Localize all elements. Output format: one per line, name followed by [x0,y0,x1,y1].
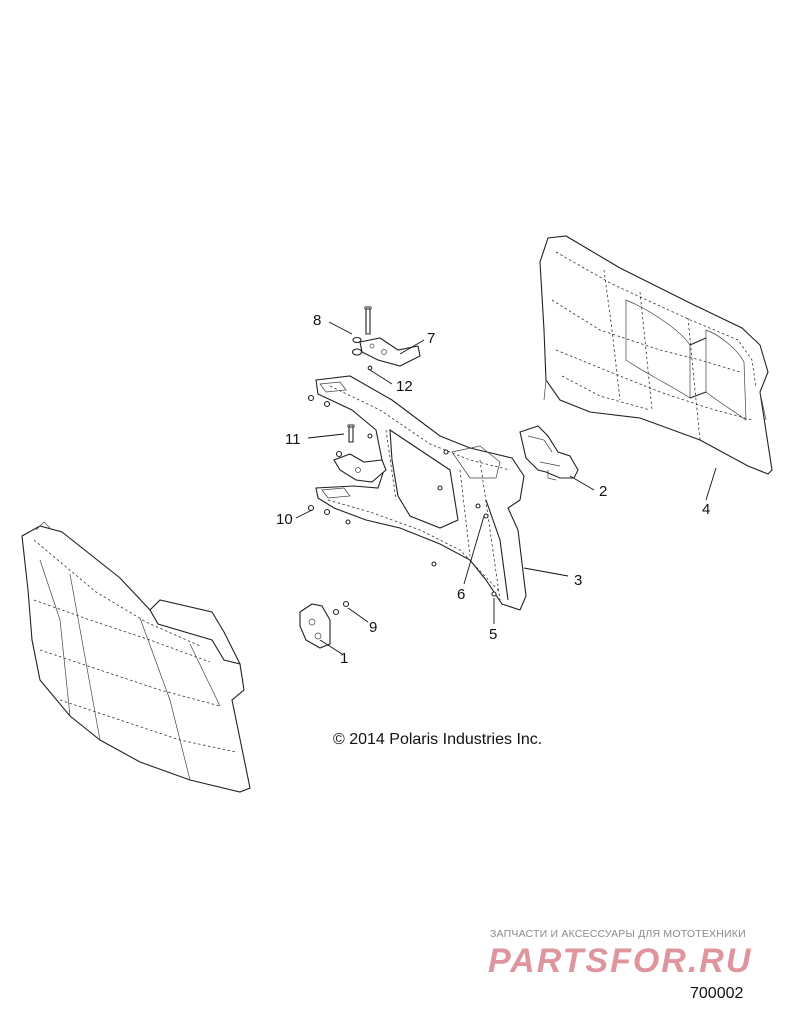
frame-part-3 [315,375,527,611]
watermark-tagline: ЗАПЧАСТИ И АКСЕССУАРЫ ДЛЯ МОТОТЕХНИКИ [490,928,746,940]
callout-7: 7 [427,330,436,347]
callout-8: 8 [313,312,322,329]
figure-number: 700002 [690,985,744,1002]
callout-1: 1 [340,650,349,667]
callout-6: 6 [457,586,466,603]
bracket-part-7 [359,337,421,367]
latch-part-2 [519,425,579,481]
callout-5: 5 [489,626,498,643]
copyright-notice: © 2014 Polaris Industries Inc. [333,731,543,748]
callout-11: 11 [285,431,301,448]
callout-9: 9 [369,619,378,636]
callout-3: 3 [574,572,583,589]
callout-2: 2 [599,483,608,500]
svg-text:PARTSFOR.RU: PARTSFOR.RU [488,942,752,977]
watermark-logo: PARTSFOR.RU [488,942,752,977]
callout-10: 10 [276,511,293,528]
rear-panel-part-4 [539,235,773,475]
hinge-part-1 [299,603,331,649]
callout-4: 4 [702,501,711,518]
bracket-lower [333,453,387,483]
fasteners [307,305,497,616]
leader-lines [295,321,717,655]
front-panel-part-1-door [21,521,251,793]
callout-12: 12 [396,378,413,395]
